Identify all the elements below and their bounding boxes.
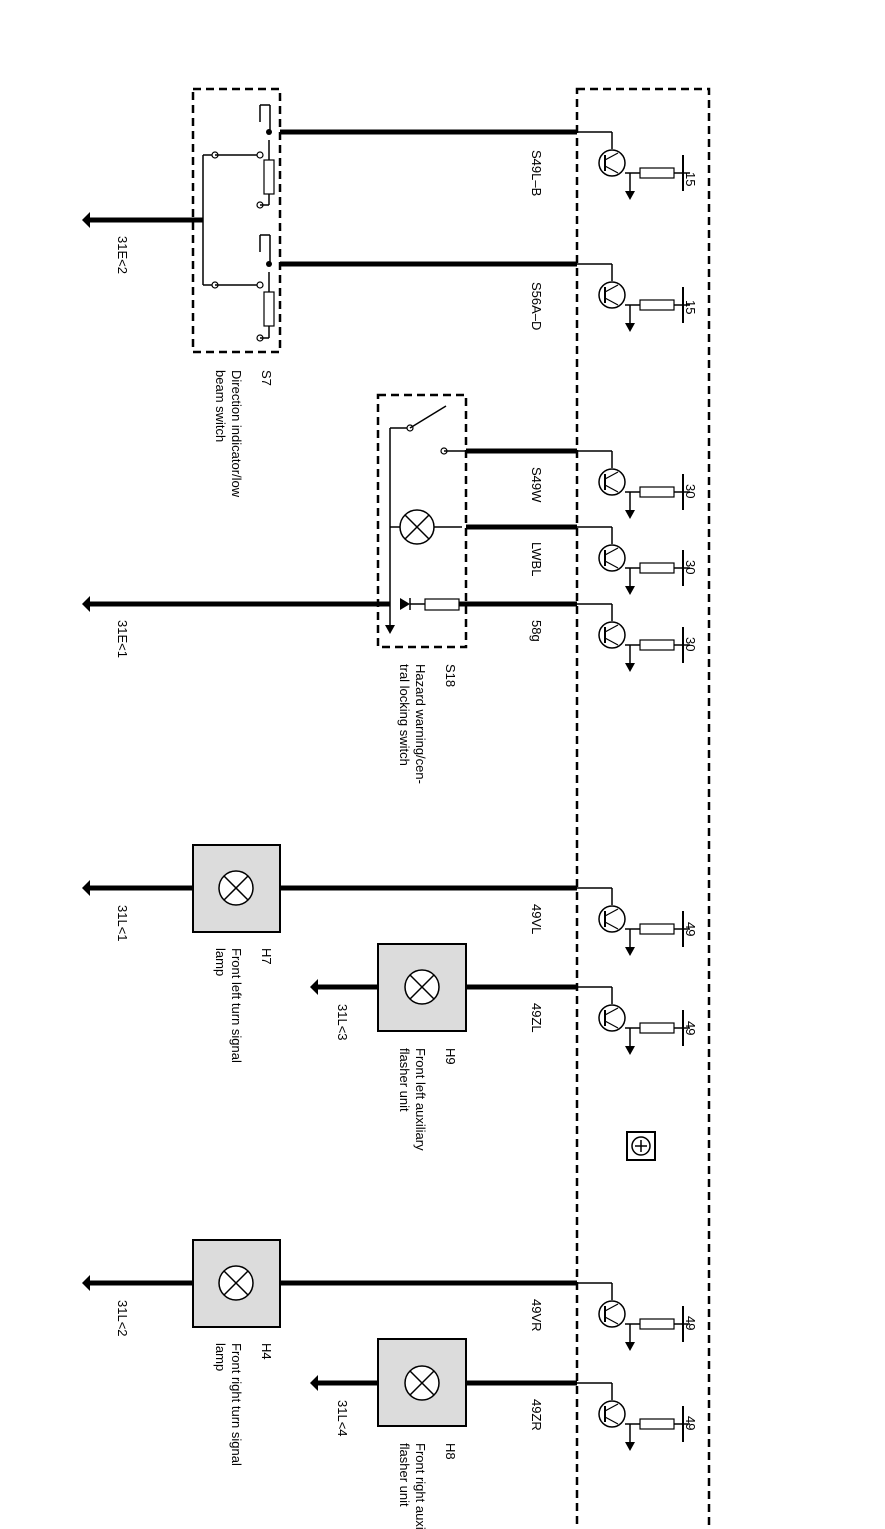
signal-labels: S49L–B S56A–D S49W LWBL 58g 49VL 49ZL 49…: [529, 150, 544, 1431]
transistor-stage: [577, 1282, 690, 1351]
pin-label: 15: [683, 172, 698, 186]
component-desc: Front right turn signal: [229, 1343, 244, 1466]
pin-label: 15: [683, 300, 698, 314]
component-desc: flasher unit: [397, 1048, 412, 1112]
signal-label: S49W: [529, 467, 544, 503]
transistor-stage: [577, 450, 690, 519]
ground-label: 31E<2: [115, 236, 130, 274]
transistor-stage: [577, 986, 690, 1055]
pin-label: 49: [683, 1021, 698, 1035]
transistor-stage: [577, 603, 690, 672]
pin-label: 30: [683, 560, 698, 574]
pin-label: 30: [683, 637, 698, 651]
component-desc: Front left auxiliary: [413, 1048, 428, 1151]
component-desc: Direction indicator/low: [229, 370, 244, 498]
pin-label: 49: [683, 922, 698, 936]
ground-label: 31L<4: [335, 1400, 350, 1437]
transistor-stage: [577, 526, 690, 595]
transistor-stage: [577, 887, 690, 956]
component-desc: Front right auxiliary: [413, 1443, 428, 1529]
component-desc: Front left turn signal: [229, 948, 244, 1063]
component-id: H7: [259, 948, 274, 965]
component-id: H8: [443, 1443, 458, 1460]
component-id: H9: [443, 1048, 458, 1065]
signal-label: S56A–D: [529, 282, 544, 330]
ground-label: 31E<1: [115, 620, 130, 658]
component-labels: S7 Direction indicator/low beam switch S…: [213, 370, 458, 1529]
signal-label: LWBL: [529, 542, 544, 576]
ground-label: 31L<2: [115, 1300, 130, 1337]
transistor-stage: [577, 1382, 690, 1451]
h8-flasher-box: [377, 1338, 467, 1427]
component-desc: lamp: [213, 1343, 228, 1371]
module-symbol-icon: [626, 1131, 656, 1161]
signal-label: 49VL: [529, 904, 544, 934]
component-desc: lamp: [213, 948, 228, 976]
h9-flasher-box: [377, 943, 467, 1032]
transistor-stages: [577, 131, 690, 1451]
component-desc: beam switch: [213, 370, 228, 442]
component-desc: tral locking switch: [397, 664, 412, 766]
control-module-box: [575, 87, 711, 1529]
wires: [88, 129, 577, 1386]
ground-label: 31L<3: [335, 1004, 350, 1041]
pin-label: 49: [683, 1416, 698, 1430]
component-desc: Hazard warning/cen-: [413, 664, 428, 784]
component-id: S18: [443, 664, 458, 687]
component-id: H4: [259, 1343, 274, 1360]
pin-labels: 15 15 30 30 30 49 49 49 49: [683, 172, 698, 1430]
transistor-stage: [577, 131, 690, 200]
s18-switch-box: [376, 393, 468, 649]
component-desc: flasher unit: [397, 1443, 412, 1507]
pin-label: 30: [683, 484, 698, 498]
signal-label: 49ZL: [529, 1003, 544, 1033]
h7-lamp-box: [192, 844, 281, 933]
signal-label: 49VR: [529, 1299, 544, 1332]
component-id: S7: [259, 370, 274, 386]
ground-labels: 31E<2 31E<1 31L<1 31L<3 31L<2 31L<4: [115, 236, 350, 1437]
h4-lamp-box: [192, 1239, 281, 1328]
signal-label: 58g: [529, 620, 544, 642]
signal-label: 49ZR: [529, 1399, 544, 1431]
ground-terminals: [82, 212, 318, 1391]
signal-label: S49L–B: [529, 150, 544, 196]
ground-label: 31L<1: [115, 905, 130, 942]
s7-switch-box: [191, 87, 282, 354]
transistor-stage: [577, 263, 690, 332]
pin-label: 49: [683, 1316, 698, 1330]
